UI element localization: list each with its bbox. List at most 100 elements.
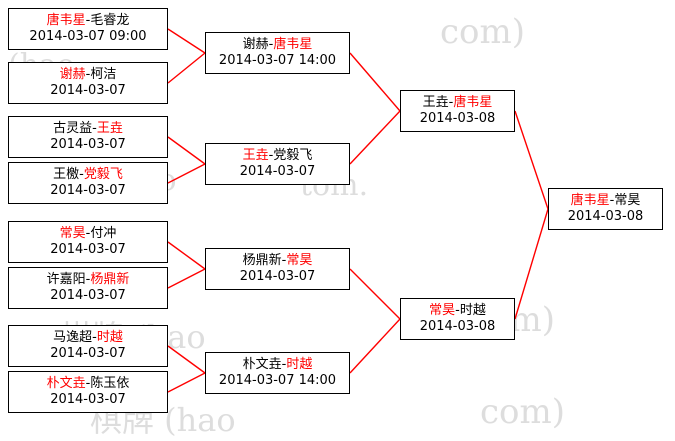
match-separator: - [85,225,91,241]
bracket-connector [167,28,206,84]
match-player-right: 毛睿龙 [90,12,130,28]
match-player-left: 王垚 [242,147,269,163]
match-separator: - [85,66,91,82]
match-date: 2014-03-07 [50,346,126,361]
match-player-left: 古灵益 [53,120,93,136]
match-player-right: 杨鼎新 [90,271,130,287]
match-player-right: 柯洁 [90,66,117,82]
match-date: 2014-03-07 [50,137,126,152]
match-separator: - [79,166,84,182]
match-player-left: 唐韦星 [570,192,610,208]
match-players: 唐韦星-常昊 [571,193,641,209]
match-separator: - [281,356,287,372]
match-player-left: 王檄 [53,166,80,182]
match-player-right: 时越 [96,329,123,345]
match-player-right: 陈玉依 [90,375,130,391]
match-player-left: 许嘉阳 [46,271,86,287]
match-separator: - [92,120,97,136]
match-player-right: 唐韦星 [273,36,313,52]
match-players: 王垚-党毅飞 [243,148,313,164]
match-players: 唐韦星-毛睿龙 [47,13,130,29]
match-player-left: 常昊 [59,225,86,241]
match-date: 2014-03-07 [50,288,126,303]
match-separator: - [85,375,91,391]
match-players: 许嘉阳-杨鼎新 [47,272,130,288]
match-separator: - [85,271,91,287]
match-separator: - [85,12,91,28]
match-players: 谢赫-柯洁 [60,67,117,83]
match-date: 2014-03-08 [567,209,644,224]
bracket-connector [167,136,206,184]
match-separator: - [268,36,274,52]
match-player-right: 常昊 [286,252,313,268]
watermark-text: com) [480,392,566,432]
match-players: 王垚-唐韦星 [423,95,493,111]
match-player-left: 王垚 [422,94,449,110]
match-players: 朴文垚-时越 [243,357,313,373]
match-separator: - [281,252,287,268]
match-player-left: 谢赫 [59,66,86,82]
match-player-right: 时越 [286,356,313,372]
watermark-text: com) [440,12,526,52]
match-player-right: 付冲 [90,225,117,241]
match-players: 杨鼎新-常昊 [243,253,313,269]
match-date: 2014-03-07 [50,183,126,198]
bracket-connector [167,345,206,393]
match-players: 古灵益-王垚 [53,121,123,137]
match-separator: - [455,302,460,318]
bracket-connector [349,268,401,374]
match-date: 2014-03-07 [239,269,316,284]
match-players: 常昊-付冲 [60,226,117,242]
match-player-right: 王垚 [96,120,123,136]
match-player-left: 马逸超 [53,329,93,345]
match-player-right: 唐韦星 [453,94,493,110]
match-date: 2014-03-07 14:00 [218,53,337,68]
match-players: 王檄-党毅飞 [53,167,123,183]
match-player-left: 杨鼎新 [242,252,282,268]
match-player-right: 时越 [459,302,486,318]
bracket-connector [514,110,549,320]
match-separator: - [92,329,97,345]
match-players: 马逸超-时越 [53,330,123,346]
match-player-left: 谢赫 [242,36,269,52]
match-player-right: 党毅飞 [273,147,313,163]
bracket-connector [167,241,206,289]
match-date: 2014-03-07 [50,242,126,257]
match-player-left: 朴文垚 [46,375,86,391]
match-separator: - [448,94,454,110]
match-player-right: 常昊 [614,192,641,208]
match-player-left: 朴文垚 [242,356,282,372]
match-date: 2014-03-07 14:00 [218,373,337,388]
match-date: 2014-03-07 09:00 [29,29,147,44]
bracket-connector [349,52,401,165]
match-separator: - [268,147,274,163]
match-date: 2014-03-07 [239,164,316,179]
match-date: 2014-03-07 [50,83,126,98]
match-players: 常昊-时越 [429,303,486,319]
match-date: 2014-03-08 [419,111,496,126]
match-player-left: 唐韦星 [46,12,86,28]
match-player-left: 常昊 [429,302,456,318]
match-players: 谢赫-唐韦星 [243,37,313,53]
match-players: 朴文垚-陈玉依 [47,376,130,392]
match-player-right: 党毅飞 [83,166,123,182]
match-separator: - [609,192,615,208]
match-date: 2014-03-07 [50,392,126,407]
match-date: 2014-03-08 [419,319,496,334]
